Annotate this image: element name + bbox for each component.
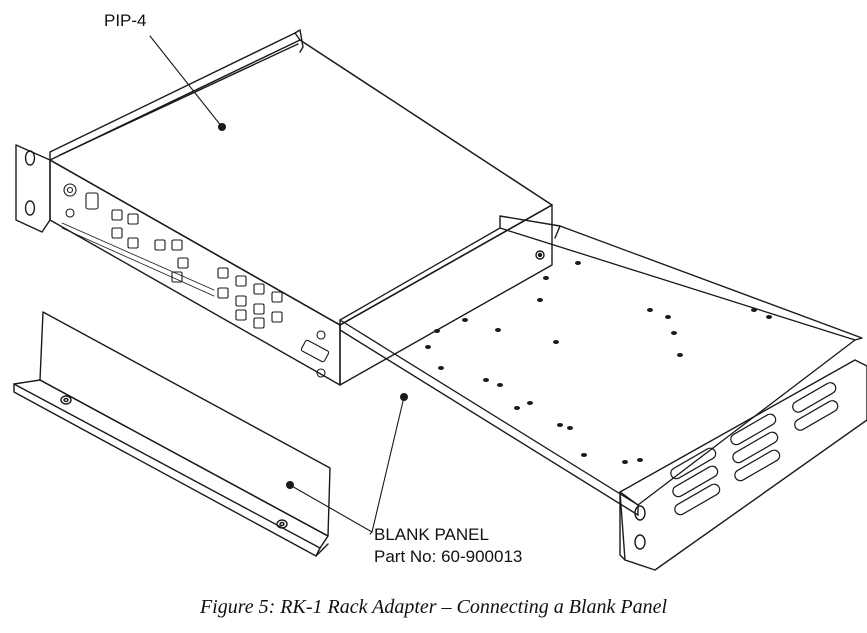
rack-adapter-drawing <box>13 29 867 571</box>
callout-leaders <box>149 35 408 535</box>
rack-tray <box>339 215 863 516</box>
pip4-callout-label: PIP-4 <box>104 11 147 30</box>
figure-caption: Figure 5: RK-1 Rack Adapter – Connecting… <box>199 596 668 618</box>
blank-panel-callout-label: BLANK PANEL <box>374 525 489 544</box>
right-rack-ear <box>619 359 867 571</box>
pip4-device <box>49 32 553 386</box>
vent-slots <box>670 382 839 516</box>
left-rack-ear <box>15 29 304 233</box>
blank-panel <box>13 311 331 557</box>
tray-holes <box>425 261 772 464</box>
front-panel-controls <box>61 183 330 378</box>
blank-panel-part-number: Part No: 60-900013 <box>374 547 523 566</box>
